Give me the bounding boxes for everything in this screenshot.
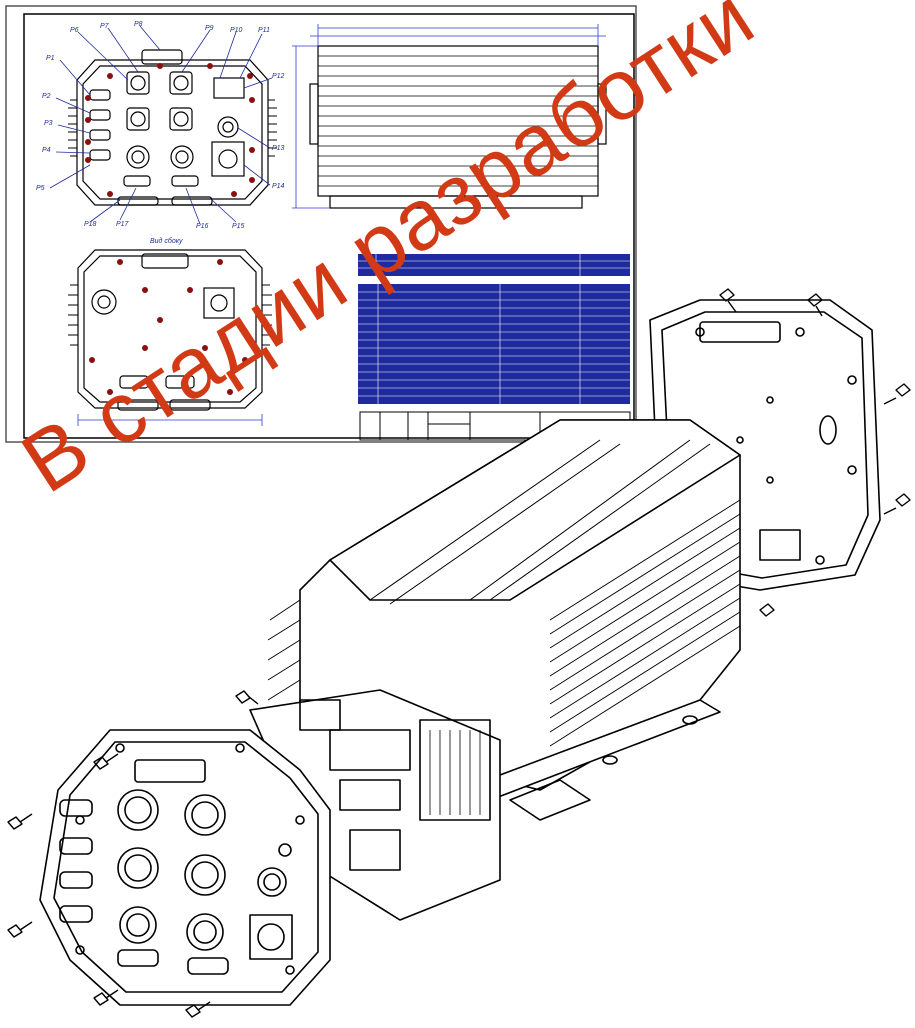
- housing-ribs: [369, 439, 741, 605]
- rear-screws: [719, 288, 911, 617]
- tag-p2: P2: [42, 93, 51, 100]
- bottom-view: [68, 249, 272, 411]
- tag-p10: P10: [230, 27, 243, 34]
- tag-p13: P13: [272, 145, 285, 152]
- tag-p9: P9: [205, 25, 214, 32]
- leader-lines: [49, 25, 273, 225]
- tag-p8: P8: [134, 21, 143, 28]
- tag-p4: P4: [42, 147, 51, 154]
- tag-p16: P16: [196, 223, 209, 230]
- side-view: [309, 45, 607, 209]
- heatsink-housing: [267, 419, 741, 821]
- side-view-fins: [318, 55, 598, 187]
- exploded-assembly: [7, 288, 911, 1018]
- title-block: [359, 411, 631, 441]
- front-view-markers: [85, 63, 255, 197]
- tag-p5: P5: [36, 185, 45, 192]
- tag-p1: P1: [46, 55, 55, 62]
- tag-p3: P3: [44, 120, 53, 127]
- front-panel-connectors: [117, 789, 293, 960]
- connector-tags: P1 P2 P3 P4 P5 P6 P7 P8 P9 P10 P11 P12 P…: [36, 21, 285, 230]
- fins-right: [268, 99, 277, 157]
- spec-table-lower: [358, 284, 630, 404]
- tag-p18: P18: [84, 221, 97, 228]
- tag-p12: P12: [272, 73, 285, 80]
- housing-side-fins: [549, 499, 741, 747]
- tag-p15: P15: [232, 223, 245, 230]
- bottom-view-markers: [89, 259, 248, 395]
- spec-table-upper: [358, 254, 630, 276]
- front-view: [68, 49, 277, 206]
- side-view-dimensions: [292, 24, 606, 209]
- bottom-view-dimensions: [77, 414, 263, 426]
- front-panel: [39, 729, 331, 1006]
- front-panel-dsubs: [59, 799, 229, 975]
- front-screws: [7, 690, 259, 1018]
- section-label: Вид сбоку: [150, 237, 183, 245]
- tag-p17: P17: [116, 221, 130, 228]
- tag-p7: P7: [100, 23, 110, 30]
- housing-left-fins: [267, 599, 301, 701]
- internal-pcb: [249, 689, 501, 921]
- tag-p6: P6: [70, 27, 79, 34]
- fins-left: [68, 99, 77, 157]
- drawing-sheet: P1 P2 P3 P4 P5 P6 P7 P8 P9 P10 P11 P12 P…: [5, 5, 637, 443]
- tag-p14: P14: [272, 183, 285, 190]
- tag-p11: P11: [258, 27, 270, 34]
